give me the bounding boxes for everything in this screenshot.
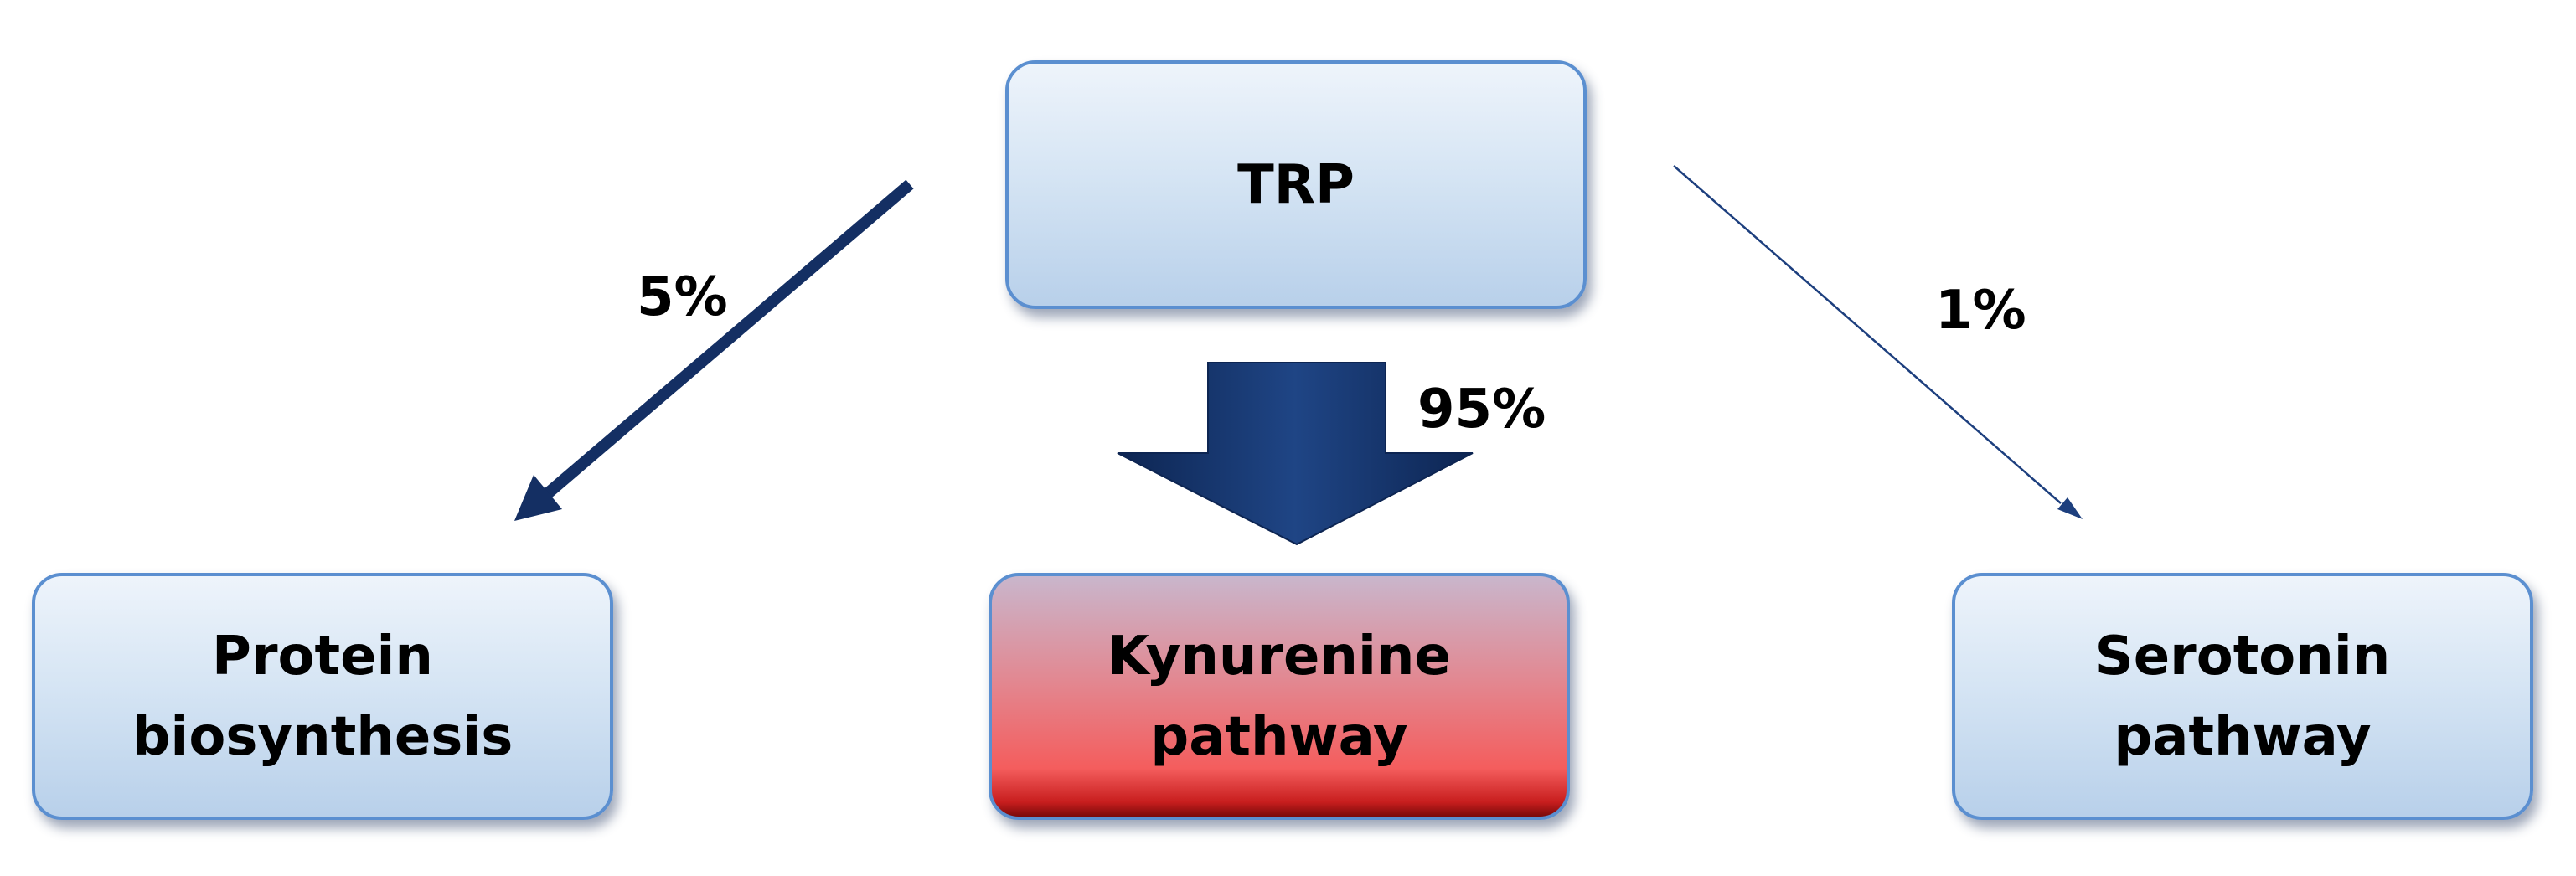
node-serotonin-label-line1: Serotonin: [2094, 625, 2391, 688]
node-kynurenine-label-line1: Kynurenine: [1107, 625, 1451, 688]
node-serotonin-label-line2: pathway: [2114, 705, 2372, 768]
arrow-to-serotonin: [1673, 165, 2083, 519]
node-protein-label-line2: biosynthesis: [132, 705, 514, 768]
edge-label-serotonin-percent: 1%: [1935, 280, 2026, 342]
node-kynurenine-pathway: Kynurenine pathway: [989, 573, 1570, 820]
node-trp: TRP: [1005, 60, 1587, 309]
node-trp-label: TRP: [1237, 153, 1355, 216]
arrow-to-protein: [514, 179, 914, 521]
node-serotonin-pathway: Serotonin pathway: [1952, 573, 2533, 820]
arrow-to-kynurenine: [1117, 362, 1474, 546]
edge-label-kynurenine-percent: 95%: [1417, 379, 1546, 441]
node-protein-biosynthesis: Protein biosynthesis: [32, 573, 613, 820]
node-kynurenine-label-line2: pathway: [1150, 705, 1408, 768]
node-protein-label-line1: Protein: [212, 625, 433, 688]
edge-label-protein-percent: 5%: [637, 266, 728, 328]
